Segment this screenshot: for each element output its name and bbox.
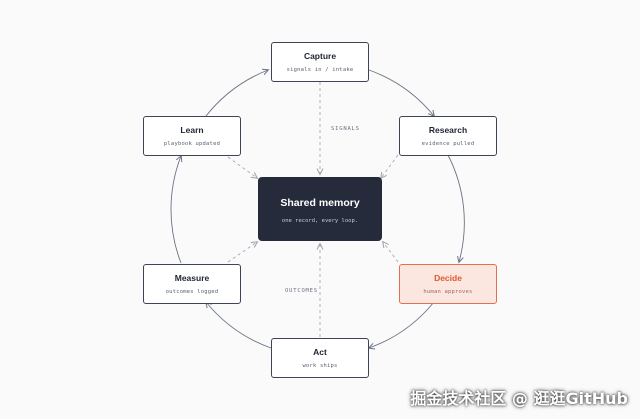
act-subtitle: work ships	[302, 363, 338, 369]
learn-subtitle: playbook updated	[163, 141, 221, 147]
measure-node: Measure outcomes logged	[143, 264, 241, 304]
measure-title: Measure	[174, 273, 210, 283]
outcomes-label: OUTCOMES	[285, 288, 318, 294]
decide-subtitle: human approves	[423, 289, 473, 295]
act-title: Act	[313, 347, 327, 357]
dash-research-hub	[381, 154, 399, 178]
decide-title: Decide	[434, 273, 462, 283]
arc-research-decide	[447, 154, 465, 262]
arc-measure-learn	[170, 156, 181, 264]
arc-capture-research	[368, 69, 434, 116]
act-node: Act work ships	[271, 338, 369, 378]
shared-memory-title: Shared memory	[280, 197, 360, 209]
dash-decide-hub	[383, 242, 399, 263]
capture-node: Capture signals in / intake	[271, 42, 369, 82]
signals-label: SIGNALS	[331, 126, 360, 132]
learn-node: Learn playbook updated	[143, 116, 241, 156]
capture-subtitle: signals in / intake	[286, 67, 354, 73]
shared-memory-node: Shared memory one record, every loop.	[258, 177, 382, 241]
learn-title: Learn	[180, 125, 204, 135]
research-node: Research evidence pulled	[399, 116, 497, 156]
capture-title: Capture	[303, 51, 337, 61]
measure-subtitle: outcomes logged	[165, 289, 219, 295]
dash-measure-hub	[227, 242, 257, 263]
decide-node: Decide human approves	[399, 264, 497, 304]
dash-learn-hub	[227, 156, 257, 178]
watermark: 掘金技术社区 @ 逛逛GitHub	[410, 389, 628, 408]
arc-act-measure	[206, 302, 272, 349]
arc-learn-capture	[205, 70, 268, 117]
shared-memory-subtitle: one record, every loop.	[281, 218, 359, 224]
arc-decide-act	[369, 301, 435, 348]
research-title: Research	[428, 125, 468, 135]
research-subtitle: evidence pulled	[421, 141, 475, 147]
